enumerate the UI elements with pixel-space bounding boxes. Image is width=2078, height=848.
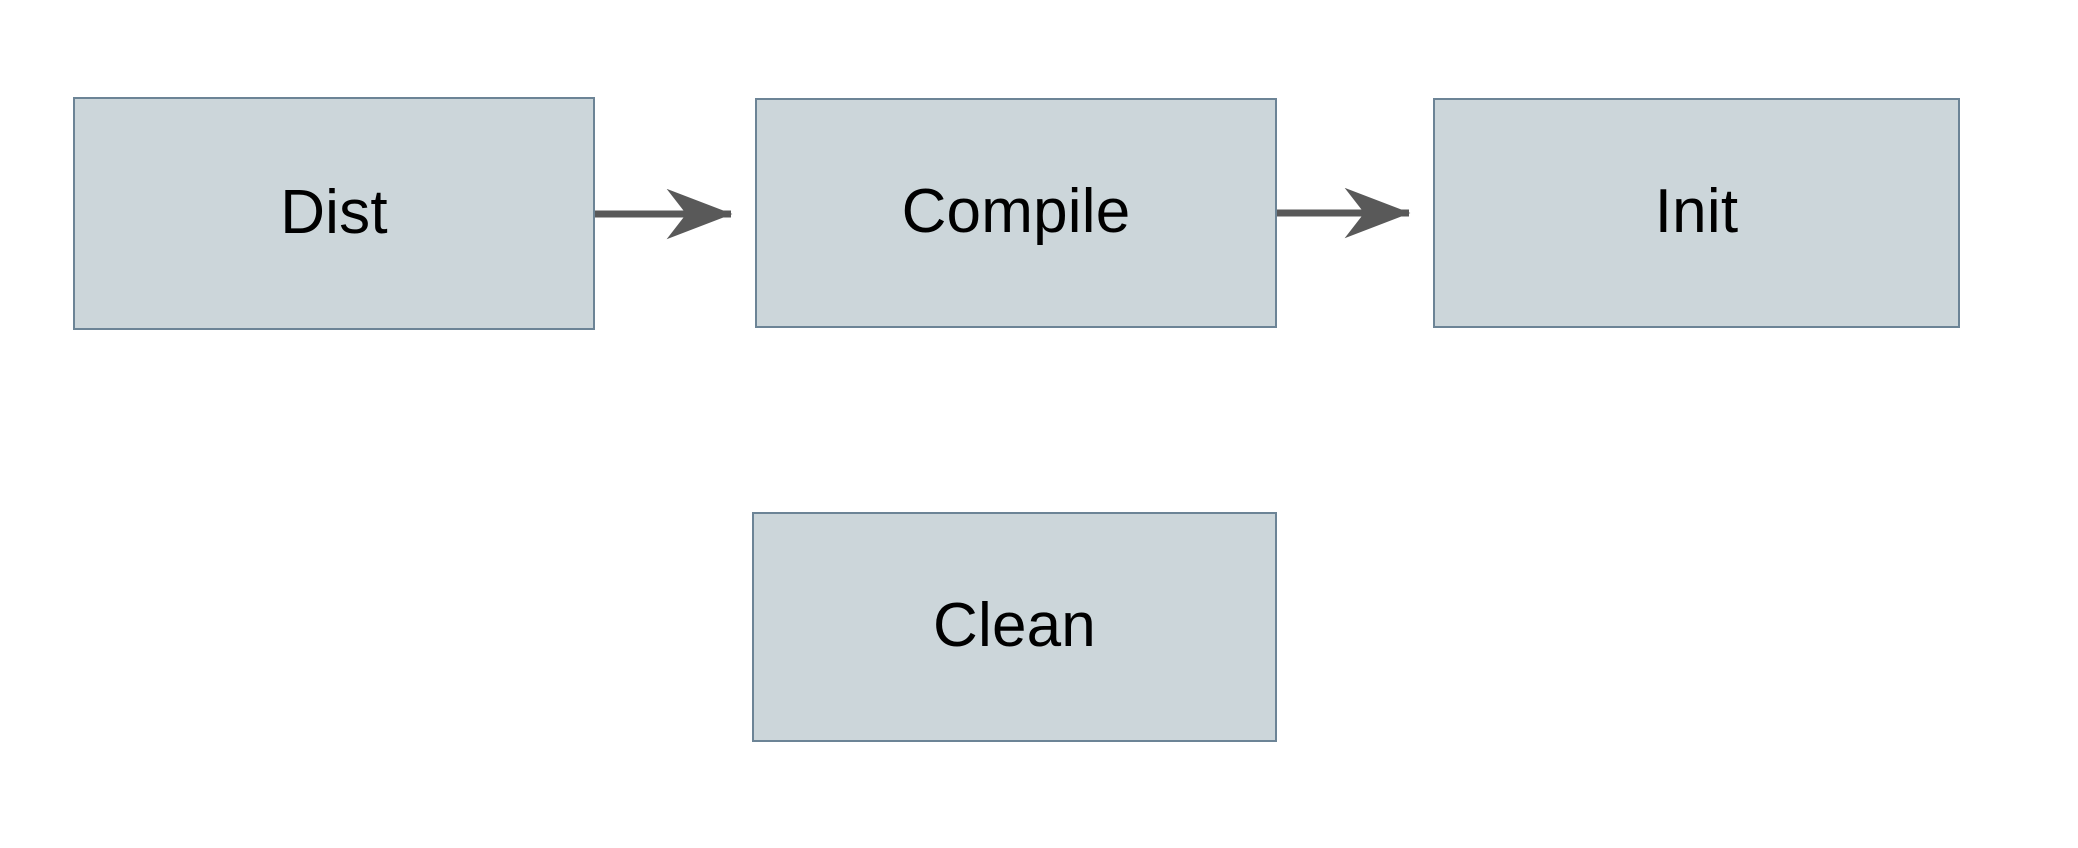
node-init[interactable]: Init [1433, 98, 1960, 328]
node-dist-label: Dist [280, 177, 388, 247]
node-compile[interactable]: Compile [755, 98, 1277, 328]
node-compile-label: Compile [901, 177, 1131, 246]
node-clean[interactable]: Clean [752, 512, 1277, 742]
node-init-label: Init [1654, 177, 1739, 246]
node-clean-label: Clean [933, 591, 1096, 660]
node-dist[interactable]: Dist [73, 97, 595, 330]
